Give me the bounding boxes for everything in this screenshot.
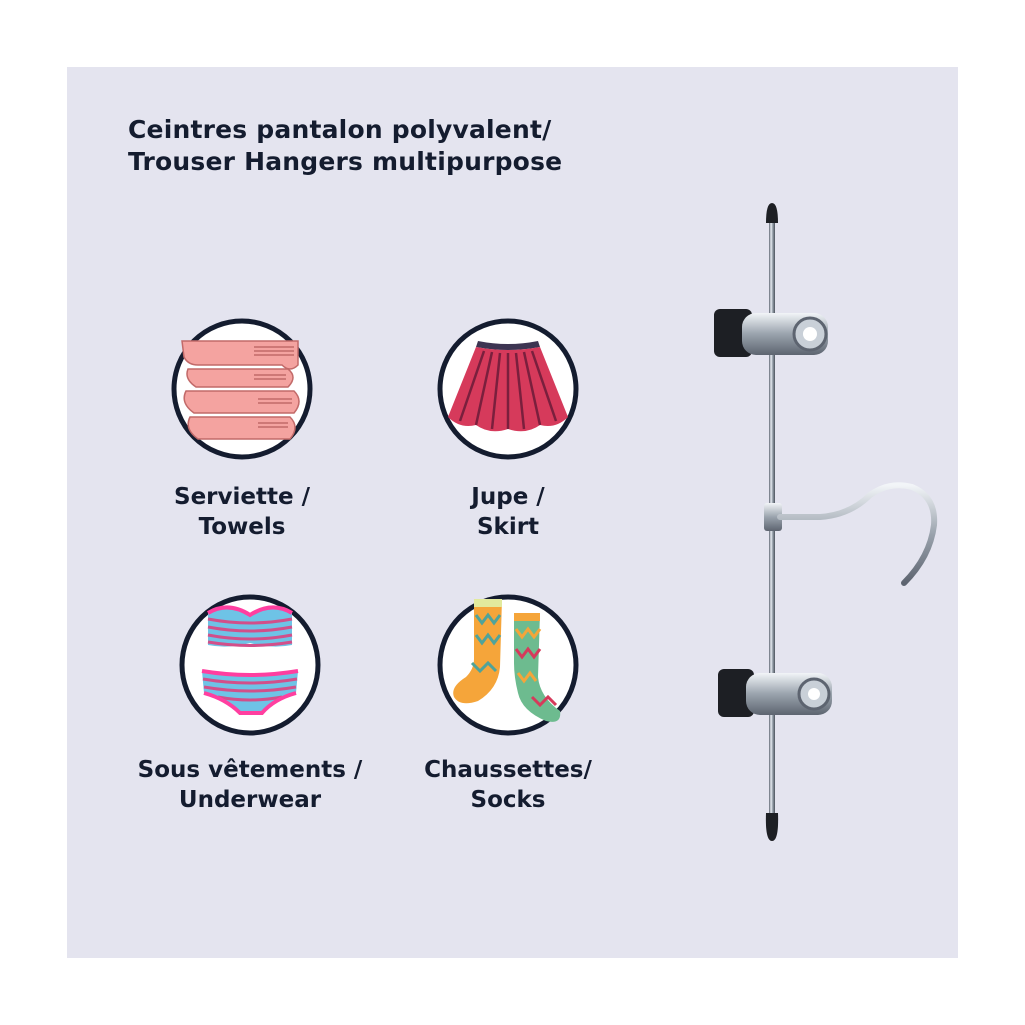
title-line-2: Trouser Hangers multipurpose — [128, 147, 563, 176]
page-title: Ceintres pantalon polyvalent/ Trouser Ha… — [128, 114, 562, 178]
skirt-icon — [436, 317, 580, 461]
towels-icon — [170, 317, 314, 461]
towels-label-fr: Serviette / — [174, 484, 310, 510]
product-panel — [67, 67, 958, 958]
towels-label-en: Towels — [198, 514, 286, 540]
socks-label-fr: Chaussettes/ — [424, 757, 592, 783]
socks-icon — [436, 593, 580, 737]
skirt-label-fr: Jupe / — [471, 484, 545, 510]
skirt-label-en: Skirt — [476, 514, 540, 540]
title-line-1: Ceintres pantalon polyvalent/ — [128, 115, 552, 144]
underwear-label-fr: Sous vêtements / — [137, 757, 363, 783]
underwear-label-en: Underwear — [178, 787, 322, 813]
underwear-icon — [178, 593, 322, 737]
item-label-underwear: Sous vêtements / Underwear — [120, 755, 380, 815]
socks-label-en: Socks — [470, 787, 546, 813]
item-label-towels: Serviette / Towels — [142, 482, 342, 542]
item-label-skirt: Jupe / Skirt — [408, 482, 608, 542]
item-label-socks: Chaussettes/ Socks — [398, 755, 618, 815]
trouser-hanger-image — [690, 195, 960, 850]
